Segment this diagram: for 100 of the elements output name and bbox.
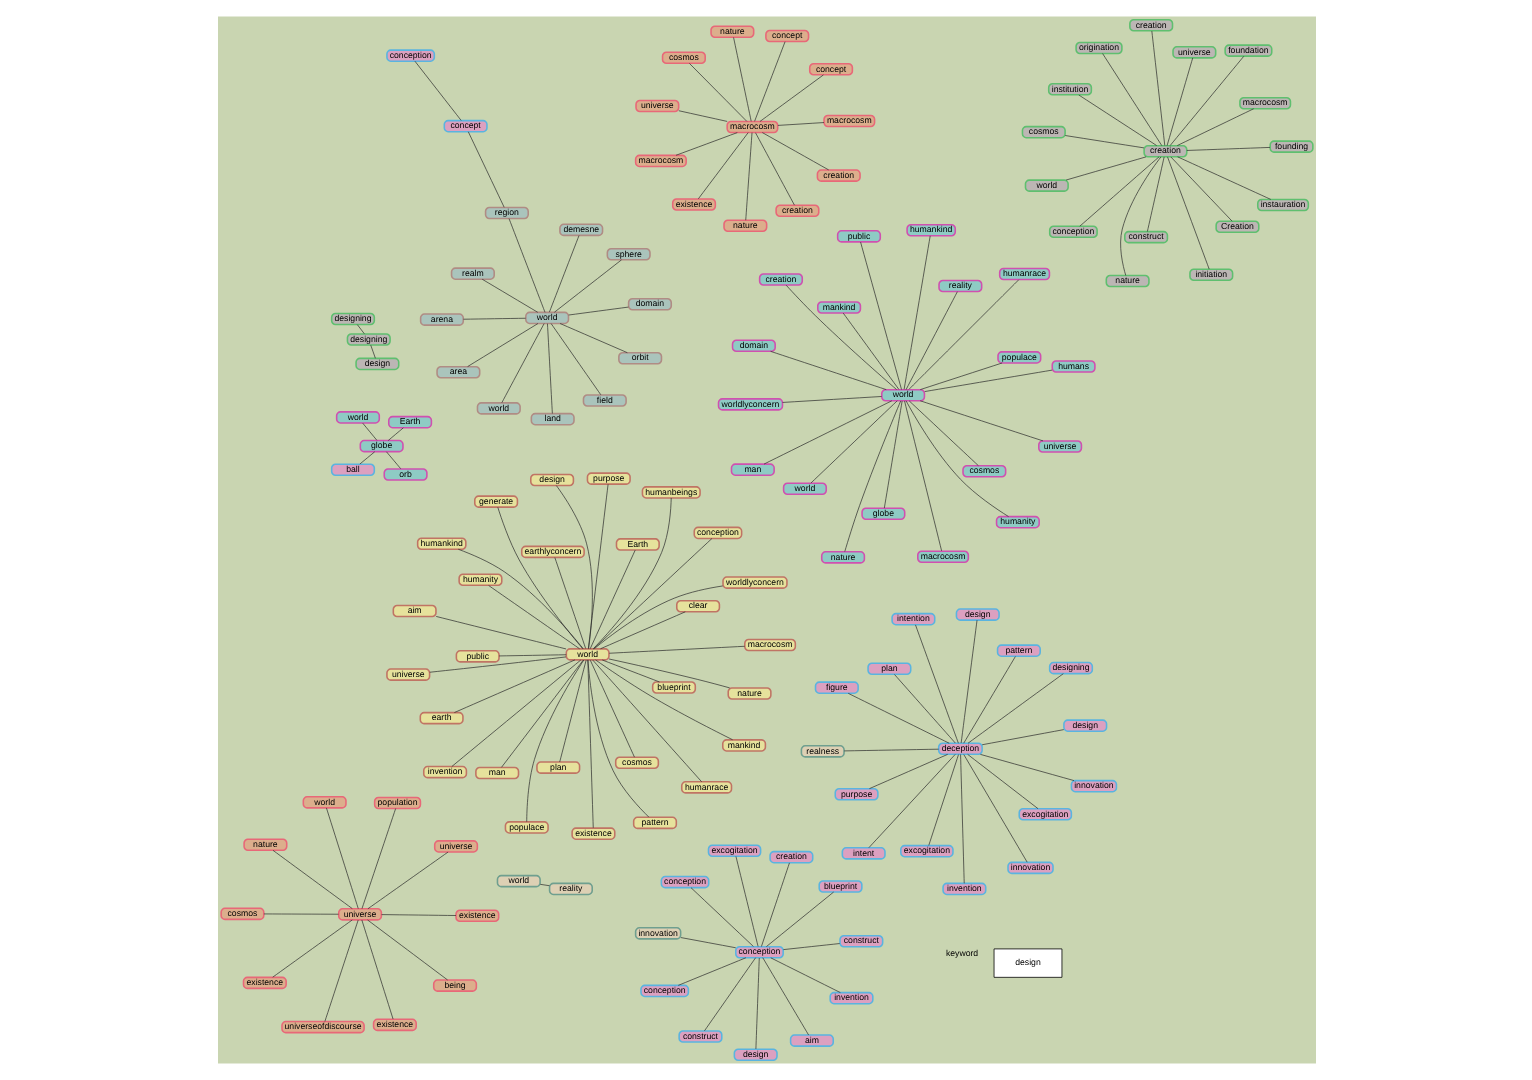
connector: [914, 624, 958, 744]
connector: [1176, 156, 1271, 200]
connector: [923, 369, 1052, 392]
connector: [587, 483, 608, 649]
connector: [753, 41, 785, 122]
connector: [760, 132, 829, 171]
connector: [487, 585, 579, 650]
connector: [366, 919, 447, 981]
connector: [842, 748, 938, 752]
connector: [689, 887, 753, 947]
connector: [591, 659, 702, 783]
connector: [588, 659, 634, 758]
connector: [428, 656, 566, 673]
connector: [1077, 94, 1156, 146]
connector: [434, 616, 566, 650]
connector: [867, 754, 955, 849]
connector: [500, 659, 583, 768]
connector: [558, 659, 586, 763]
connector: [703, 957, 755, 1032]
connector: [599, 611, 685, 650]
connector: [546, 323, 552, 414]
connector: [893, 674, 955, 744]
connector: [732, 37, 751, 122]
connector: [843, 400, 901, 552]
connector: [450, 659, 581, 767]
connector: [769, 351, 886, 390]
connector: [1063, 135, 1144, 149]
connector: [677, 110, 727, 122]
connector: [538, 884, 549, 887]
connector: [679, 937, 736, 949]
connector: [781, 396, 881, 403]
connector: [868, 754, 948, 789]
connector: [859, 241, 901, 390]
connector: [549, 323, 601, 396]
connector: [507, 218, 545, 313]
connector: [567, 306, 628, 316]
connector: [979, 754, 1074, 781]
connector: [784, 284, 896, 390]
connector: [903, 400, 941, 552]
connector: [744, 132, 752, 221]
connector: [758, 74, 823, 122]
connector: [962, 656, 1015, 744]
connector: [697, 132, 748, 200]
connector: [607, 658, 730, 689]
connector: [594, 659, 732, 741]
connector: [1166, 156, 1209, 270]
connector: [1101, 53, 1162, 147]
connector: [586, 659, 649, 818]
connector: [262, 913, 338, 915]
connector: [588, 549, 635, 650]
connector: [558, 323, 627, 354]
connector: [754, 957, 759, 1050]
connector: [980, 729, 1064, 746]
connector: [674, 132, 737, 156]
connector: [548, 235, 579, 313]
connector: [555, 485, 592, 650]
connector: [761, 957, 808, 1036]
connector: [782, 943, 840, 950]
connector: [688, 63, 747, 122]
connector: [841, 312, 899, 390]
connector: [918, 400, 1043, 442]
connector: [904, 291, 957, 390]
connector: [1185, 147, 1270, 151]
connector: [1168, 55, 1244, 146]
connector: [369, 344, 375, 359]
connector: [366, 851, 448, 910]
connector: [918, 362, 1002, 390]
connector: [386, 427, 403, 441]
connector: [323, 919, 358, 1022]
connector: [927, 754, 958, 846]
connector: [553, 557, 586, 649]
connector: [765, 891, 833, 947]
connector: [361, 422, 377, 441]
connector: [1078, 156, 1159, 227]
connector: [360, 919, 393, 1020]
connector: [500, 323, 544, 404]
connector: [553, 259, 621, 313]
connector: [1146, 156, 1164, 232]
connector: [360, 808, 396, 909]
connector: [762, 400, 892, 465]
connector: [769, 957, 840, 993]
connector: [754, 132, 794, 206]
connector: [966, 673, 1063, 744]
connector: [453, 659, 575, 713]
connector: [966, 754, 1038, 810]
connector: [271, 919, 352, 978]
connector: [776, 122, 824, 126]
connector: [959, 619, 977, 744]
connector: [959, 754, 964, 884]
connector: [882, 400, 902, 509]
connector: [497, 654, 566, 657]
connector: [480, 278, 538, 313]
connector: [962, 754, 1027, 863]
connector: [607, 645, 744, 654]
connector: [355, 324, 364, 335]
connector: [586, 659, 593, 829]
connector: [462, 317, 525, 320]
connector: [734, 856, 758, 947]
connector: [591, 497, 671, 650]
connector: [676, 957, 746, 986]
